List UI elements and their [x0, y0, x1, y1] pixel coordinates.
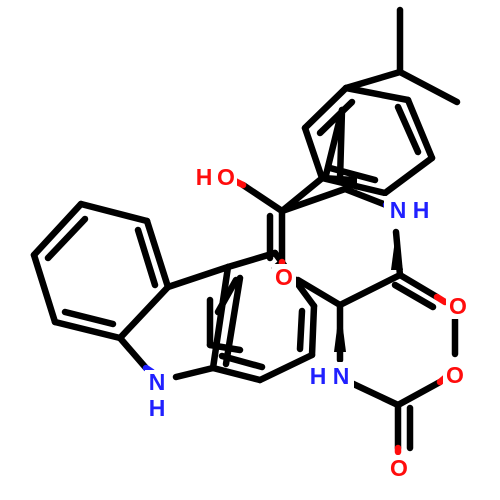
bond: [44, 215, 89, 262]
carbamate-o-label: O: [390, 455, 408, 481]
bond: [61, 308, 117, 328]
indole-h-label: H: [149, 395, 166, 421]
wedge-bond: [391, 232, 403, 270]
bond: [134, 226, 159, 289]
bond: [116, 283, 172, 342]
bond: [278, 185, 349, 215]
bond: [116, 334, 150, 372]
bond: [239, 181, 286, 215]
bond: [206, 341, 244, 354]
bond: [301, 84, 350, 132]
ring-o-label: O: [275, 264, 293, 290]
bond: [218, 352, 266, 371]
bond: [342, 68, 404, 92]
wedge-bond: [326, 175, 357, 190]
indole-n-label: N: [149, 369, 166, 395]
bond: [308, 302, 318, 359]
bond: [256, 351, 316, 384]
amide-n-label: N: [390, 197, 407, 223]
bond: [404, 96, 436, 162]
ester-o-label: O: [446, 362, 464, 388]
bond: [341, 185, 390, 209]
carbamate-n-label: N: [333, 363, 350, 389]
bond: [396, 271, 441, 301]
hydroxyl-h-label: H: [196, 164, 213, 190]
carbonyl-o-label: O: [449, 293, 467, 319]
bond: [391, 281, 437, 311]
bond: [164, 263, 232, 291]
bond: [30, 200, 85, 259]
atom-labels: H O N H O O O H N O N H: [145, 163, 470, 481]
bond: [209, 364, 264, 384]
bond: [51, 318, 124, 342]
bond: [381, 154, 436, 197]
bond: [30, 251, 59, 326]
bond: [336, 271, 404, 309]
bond: [214, 276, 240, 316]
bond: [394, 378, 444, 409]
bond: [224, 249, 279, 271]
stereo-wedges: [326, 175, 403, 352]
wedge-bond: [334, 305, 346, 352]
bond-network: [30, 6, 461, 452]
bond: [77, 200, 151, 225]
bond: [394, 103, 422, 156]
bond: [336, 106, 346, 184]
bond: [209, 263, 232, 372]
amide-h-label: H: [413, 197, 430, 223]
bond: [316, 98, 356, 137]
carbamate-h-label: H: [310, 363, 327, 389]
bond: [294, 276, 344, 309]
bond: [342, 84, 412, 104]
hydroxyl-o-label: O: [217, 164, 235, 190]
bond: [172, 364, 217, 381]
bond: [296, 307, 306, 353]
bond-oxygen-segment: [433, 293, 449, 306]
bond: [143, 217, 172, 291]
bond: [301, 124, 326, 182]
bond: [396, 68, 461, 106]
